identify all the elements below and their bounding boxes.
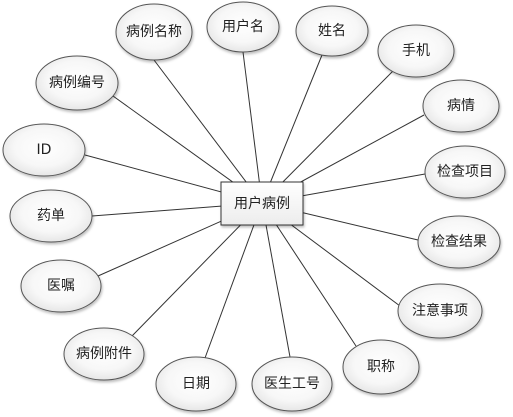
attribute-label: ID (37, 142, 52, 158)
attribute-ellipse (63, 327, 145, 381)
attribute-ellipse (251, 356, 333, 412)
attribute-id: ID (2, 123, 86, 177)
connector-name (261, 54, 323, 204)
connector-title (261, 202, 357, 347)
attribute-ellipse (422, 79, 500, 133)
attribute-prescription: 药单 (9, 189, 93, 243)
attribute-label: 医生工号 (264, 376, 320, 392)
attribute-ellipse (417, 215, 501, 269)
attribute-label: 职称 (367, 359, 395, 375)
attribute-label: 姓名 (318, 23, 346, 39)
attribute-name: 姓名 (295, 5, 369, 57)
entity-user-case: 用户病例 (220, 181, 304, 226)
attribute-label: 药单 (37, 208, 65, 224)
attribute-label: 病例名称 (126, 24, 182, 40)
attribute-phone: 手机 (377, 24, 455, 78)
attribute-ellipse (206, 1, 280, 53)
attribute-username: 用户名 (206, 1, 280, 53)
attribute-ellipse (9, 189, 93, 243)
attribute-ellipse (2, 123, 86, 177)
attribute-ellipse (377, 24, 455, 78)
attribute-label: 检查结果 (431, 234, 487, 250)
attribute-ellipse (35, 55, 119, 111)
attribute-condition: 病情 (422, 79, 500, 133)
attribute-exam-item: 检查项目 (424, 145, 506, 199)
attribute-label: 手机 (402, 43, 430, 59)
attribute-ellipse (397, 283, 483, 339)
entity-box (220, 181, 304, 226)
attribute-title: 职称 (342, 339, 420, 395)
attribute-date: 日期 (155, 356, 237, 412)
attribute-case-number: 病例编号 (35, 55, 119, 111)
attribute-ellipse (342, 339, 420, 395)
attribute-ellipse (295, 5, 369, 57)
attribute-label: 用户名 (222, 18, 264, 35)
attribute-label: 病例附件 (76, 346, 132, 362)
attribute-notes: 注意事项 (397, 283, 483, 339)
attribute-ellipse (20, 259, 102, 313)
connector-doctor-id (261, 202, 291, 358)
connector-username (242, 51, 263, 204)
attribute-label: 注意事项 (412, 302, 468, 319)
attribute-ellipse (115, 3, 193, 61)
attribute-case-name: 病例名称 (115, 3, 193, 61)
attribute-label: 医嘱 (47, 278, 75, 294)
attribute-label: 日期 (182, 376, 210, 392)
attribute-case-attachment: 病例附件 (63, 327, 145, 381)
attribute-exam-result: 检查结果 (417, 215, 501, 269)
attribute-label: 病情 (447, 98, 475, 114)
attribute-label: 检查项目 (437, 164, 493, 180)
connector-phone (261, 70, 394, 204)
attribute-doctor-id: 医生工号 (251, 356, 333, 412)
attribute-label: 病例编号 (49, 75, 105, 91)
entity-label: 用户病例 (234, 195, 290, 212)
attribute-doctor-order: 医嘱 (20, 259, 102, 313)
connector-date (204, 202, 263, 359)
attribute-ellipse (424, 145, 506, 199)
connector-case-name (153, 59, 263, 204)
attribute-ellipse (155, 356, 237, 412)
